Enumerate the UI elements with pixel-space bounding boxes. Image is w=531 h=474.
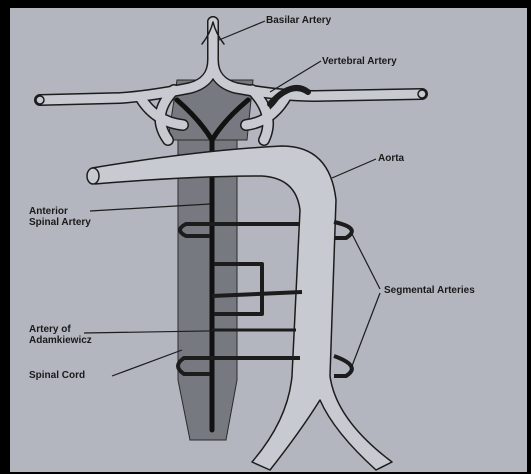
spinal-cord <box>178 140 237 440</box>
label-spinal-cord: Spinal Cord <box>29 370 85 381</box>
aorta <box>87 146 392 470</box>
label-basilar-artery: Basilar Artery <box>266 15 331 26</box>
label-aorta: Aorta <box>378 153 404 164</box>
label-artery-of-adamkiewicz-line1: Artery of <box>29 324 71 335</box>
label-anterior-spinal-artery-line2: Spinal Artery <box>29 217 91 228</box>
label-artery-of-adamkiewicz-line2: Adamkiewicz <box>29 335 92 346</box>
label-vertebral-artery: Vertebral Artery <box>322 56 397 67</box>
label-segmental-arteries: Segmental Arteries <box>384 285 475 296</box>
label-anterior-spinal-artery-line1: Anterior <box>29 206 68 217</box>
